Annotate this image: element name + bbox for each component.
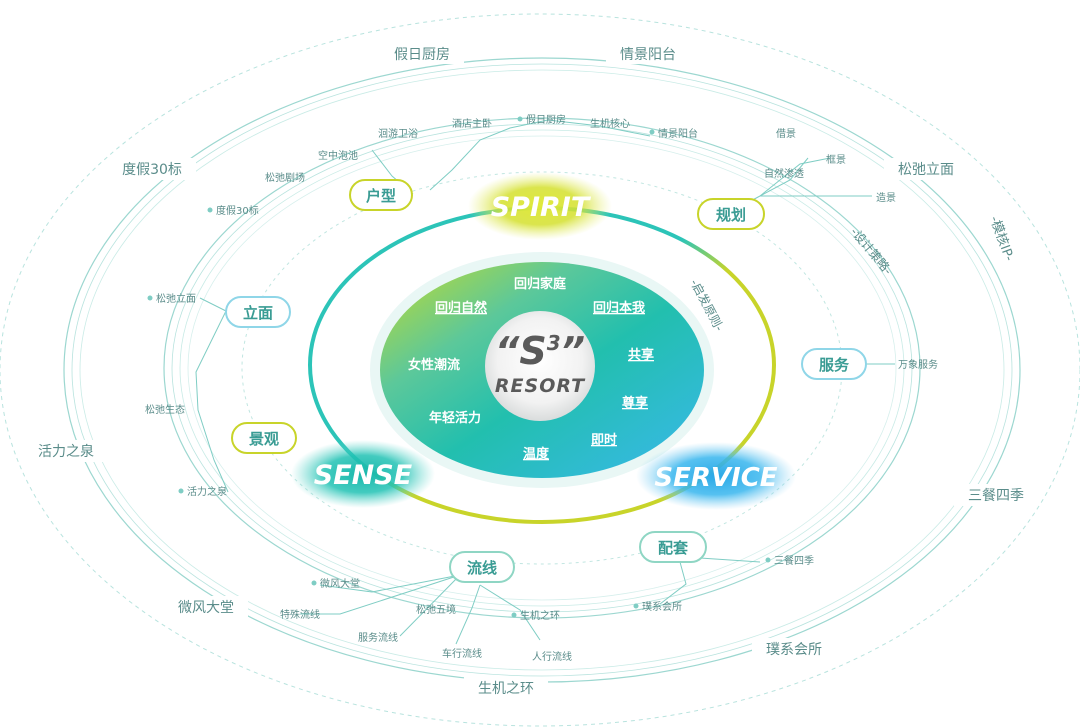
core-word: 回归自然 bbox=[435, 300, 487, 316]
category-jingguan: 景观 bbox=[231, 422, 297, 454]
sub-item: 人行流线 bbox=[532, 650, 572, 663]
category-liuxian: 流线 bbox=[449, 551, 515, 583]
core-word: 尊享 bbox=[622, 395, 648, 411]
sub-item: 假日厨房 bbox=[526, 113, 566, 126]
outer-label: 松弛立面 bbox=[898, 162, 954, 178]
svg-text:景观: 景观 bbox=[249, 430, 279, 448]
pillar-sense-label: SENSE bbox=[314, 460, 413, 491]
pillar-service-label: SERVICE bbox=[654, 463, 777, 493]
sub-item: 借景 bbox=[776, 128, 796, 140]
sub-item: 璞系会所 bbox=[642, 600, 682, 613]
core-word: 温度 bbox=[523, 446, 550, 462]
sub-item: 服务流线 bbox=[358, 631, 398, 644]
sub-item: 松弛剧场 bbox=[265, 171, 305, 184]
svg-text:服务: 服务 bbox=[819, 356, 850, 374]
outer-label: 璞系会所 bbox=[766, 642, 822, 658]
outer-ring-3 bbox=[79, 69, 1005, 671]
outer-ring-2 bbox=[71, 63, 1013, 677]
connector-lines bbox=[195, 119, 895, 645]
dot-marker bbox=[517, 116, 523, 122]
outer-label: 度假30标 bbox=[122, 162, 182, 178]
sub-item: 松弛五境 bbox=[416, 603, 456, 616]
outer-label: 假日厨房 bbox=[394, 47, 450, 63]
core-word: 即时 bbox=[591, 432, 617, 448]
dot-marker bbox=[633, 603, 639, 609]
sub-items: 空中泡池 洄游卫浴 酒店主卧 假日厨房 生机核心 情景阳台 松弛剧场 度假30标… bbox=[145, 113, 938, 663]
mid-ring-2 bbox=[171, 123, 913, 613]
category-guihua: 规划 bbox=[697, 198, 765, 230]
core-word: 回归本我 bbox=[593, 300, 645, 316]
sub-item: 酒店主卧 bbox=[452, 117, 492, 130]
sub-item: 微风大堂 bbox=[320, 577, 360, 590]
category-limian: 立面 bbox=[225, 296, 291, 328]
dot-marker bbox=[311, 580, 317, 586]
category-peitao: 配套 bbox=[639, 531, 707, 563]
svg-text:户型: 户型 bbox=[366, 187, 396, 205]
sub-item: 框景 bbox=[826, 153, 846, 166]
sub-item: 情景阳台 bbox=[658, 127, 698, 140]
dot-marker bbox=[511, 612, 517, 618]
svg-text:配套: 配套 bbox=[658, 539, 689, 557]
sub-item: 车行流线 bbox=[442, 647, 482, 660]
sub-item: 生机之环 bbox=[520, 609, 560, 622]
sub-item: 松弛立面 bbox=[156, 292, 196, 305]
sub-item: 生机核心 bbox=[590, 117, 630, 130]
outer-label: 活力之泉 bbox=[38, 443, 94, 460]
center-subtitle: RESORT bbox=[495, 375, 586, 397]
core-word: 年轻活力 bbox=[429, 410, 481, 426]
sub-item: 自然渗透 bbox=[764, 167, 804, 180]
dot-marker bbox=[147, 295, 153, 301]
pillar-spirit-label: SPIRIT bbox=[491, 192, 592, 223]
dot-marker bbox=[765, 557, 771, 563]
pillar-sense: SENSE bbox=[291, 440, 435, 508]
outer-label: 生机之环 bbox=[478, 681, 534, 697]
category-fuwu: 服务 bbox=[801, 348, 867, 380]
outer-label: 微风大堂 bbox=[178, 600, 234, 616]
mid-ring-4 bbox=[187, 135, 897, 601]
sub-item: 松弛生态 bbox=[145, 403, 185, 416]
sub-item: 度假30标 bbox=[216, 204, 259, 217]
sub-item: 洄游卫浴 bbox=[378, 127, 418, 140]
sub-item: 三餐四季 bbox=[774, 554, 814, 567]
core-word: 女性潮流 bbox=[408, 357, 460, 373]
svg-text:流线: 流线 bbox=[467, 559, 497, 577]
outer-label: 情景阳台 bbox=[620, 47, 676, 63]
svg-text:规划: 规划 bbox=[716, 206, 746, 224]
svg-text:立面: 立面 bbox=[243, 304, 273, 322]
arc-label-ip: -模核IP- bbox=[986, 214, 1016, 263]
category-huxing: 户型 bbox=[349, 179, 413, 211]
outer-label: 三餐四季 bbox=[968, 488, 1024, 504]
category-pills: 户型 规划 立面 服务 景观 配套 流线 bbox=[225, 179, 867, 583]
core-word: 共享 bbox=[628, 347, 654, 363]
sub-item: 万象服务 bbox=[898, 358, 938, 371]
sub-item: 空中泡池 bbox=[318, 149, 358, 162]
sub-item: 特殊流线 bbox=[280, 608, 320, 621]
mid-ring-1 bbox=[163, 117, 921, 619]
mid-ring-3 bbox=[179, 129, 905, 607]
dot-marker bbox=[178, 488, 184, 494]
pillar-service: SERVICE bbox=[636, 442, 796, 510]
center-disc bbox=[485, 311, 595, 421]
dot-marker bbox=[649, 129, 655, 135]
sub-item: 造景 bbox=[876, 191, 896, 204]
pillar-spirit: SPIRIT bbox=[468, 172, 612, 240]
outer-labels: 假日厨房 情景阳台 度假30标 松弛立面 活力之泉 三餐四季 微风大堂 璞系会所… bbox=[26, 42, 1038, 699]
sub-item: 活力之泉 bbox=[187, 485, 227, 498]
dot-marker bbox=[207, 207, 213, 213]
core-word: 回归家庭 bbox=[514, 276, 567, 292]
core-words: 回归家庭 回归自然 回归本我 女性潮流 共享 年轻活力 尊享 温度 即时 bbox=[408, 276, 654, 462]
center-mark: “S3” bbox=[495, 329, 585, 373]
